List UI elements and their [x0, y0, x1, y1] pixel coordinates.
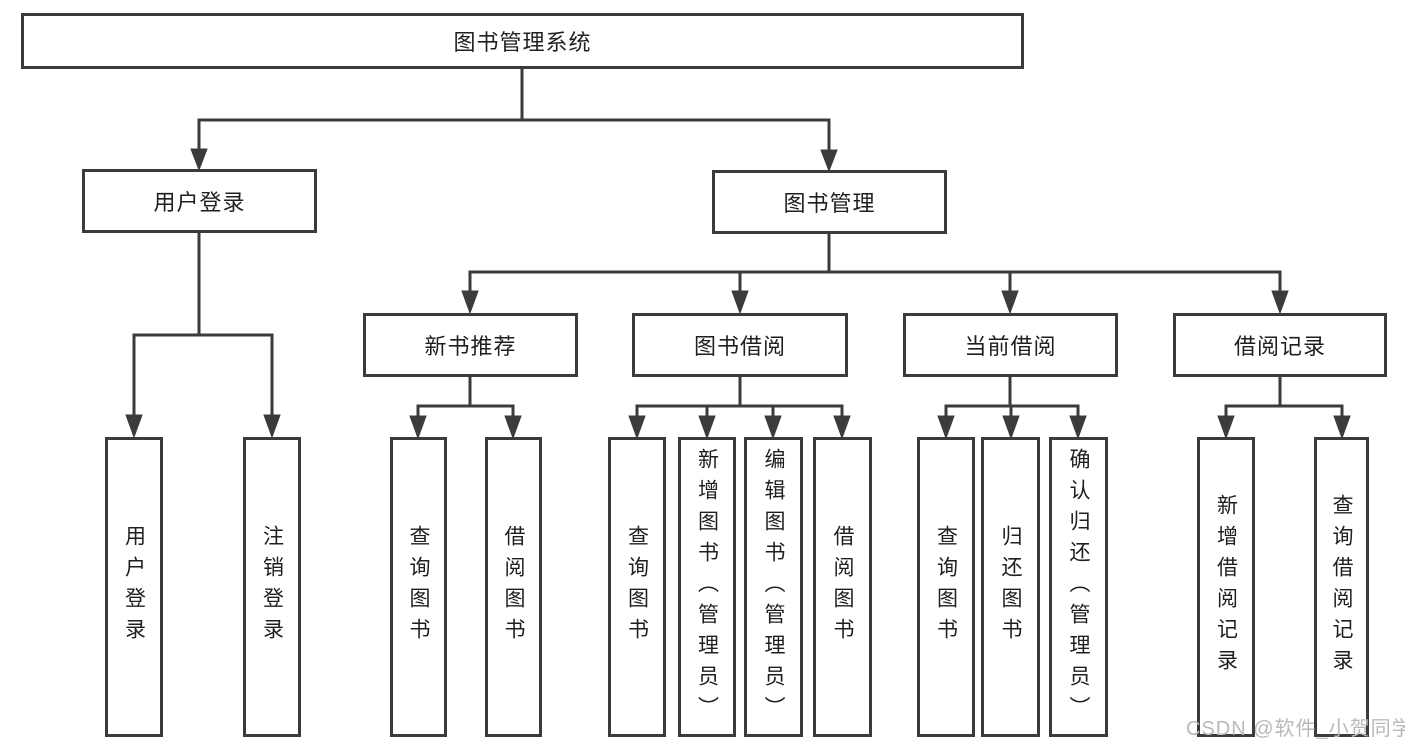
- leaf-logout: 注销登录: [243, 437, 301, 737]
- leaf-return-book-label: 归还图书: [999, 525, 1023, 649]
- leaf-user-login-label: 用户登录: [122, 525, 146, 649]
- node-user-login-label: 用户登录: [153, 190, 246, 215]
- leaf-add-borrow-record: 新增借阅记录: [1197, 437, 1255, 737]
- leaf-query-borrow-record: 查询借阅记录: [1314, 437, 1369, 737]
- node-borrow-record: 借阅记录: [1173, 313, 1387, 377]
- leaf-borrow-query-book-label: 查询图书: [625, 525, 649, 649]
- leaf-recommend-query-book-label: 查询图书: [407, 525, 431, 649]
- leaf-borrow-book: 借阅图书: [813, 437, 872, 737]
- node-book-borrow-label: 图书借阅: [693, 334, 786, 359]
- node-root-label: 图书管理系统: [453, 30, 592, 55]
- connector-current-borrow-to-leaves: [937, 377, 1087, 440]
- connector-borrow-record-to-leaves: [1217, 377, 1351, 440]
- leaf-add-book-admin-label: 新增图书（管理员）: [695, 447, 719, 727]
- leaf-logout-label: 注销登录: [260, 525, 284, 649]
- connector-root-to-level2: [190, 68, 838, 173]
- leaf-query-borrow-record-label: 查询借阅记录: [1330, 494, 1354, 680]
- node-new-book-recommend: 新书推荐: [363, 313, 578, 377]
- node-new-book-recommend-label: 新书推荐: [424, 334, 517, 359]
- node-book-mgmt: 图书管理: [712, 170, 947, 234]
- node-borrow-record-label: 借阅记录: [1233, 334, 1326, 359]
- node-current-borrow: 当前借阅: [903, 313, 1118, 377]
- connector-book-borrow-to-leaves: [628, 377, 851, 440]
- connector-user-login-to-leaves: [125, 233, 281, 439]
- node-user-login: 用户登录: [82, 169, 317, 233]
- leaf-current-query-book: 查询图书: [917, 437, 975, 737]
- leaf-recommend-borrow-book-label: 借阅图书: [502, 525, 526, 649]
- leaf-borrow-query-book: 查询图书: [608, 437, 666, 737]
- node-current-borrow-label: 当前借阅: [964, 334, 1057, 359]
- leaf-confirm-return-admin: 确认归还（管理员）: [1049, 437, 1108, 737]
- leaf-confirm-return-admin-label: 确认归还（管理员）: [1067, 447, 1091, 727]
- csdn-watermark: CSDN @软件_小贺同学: [1186, 718, 1405, 740]
- leaf-return-book: 归还图书: [981, 437, 1040, 737]
- connector-book-mgmt-to-level3: [461, 234, 1289, 315]
- leaf-edit-book-admin: 编辑图书（管理员）: [744, 437, 803, 737]
- leaf-recommend-borrow-book: 借阅图书: [485, 437, 542, 737]
- node-book-borrow: 图书借阅: [632, 313, 848, 377]
- leaf-add-borrow-record-label: 新增借阅记录: [1214, 494, 1238, 680]
- leaf-add-book-admin: 新增图书（管理员）: [678, 437, 736, 737]
- leaf-borrow-book-label: 借阅图书: [831, 525, 855, 649]
- leaf-user-login: 用户登录: [105, 437, 163, 737]
- leaf-current-query-book-label: 查询图书: [934, 525, 958, 649]
- node-root: 图书管理系统: [21, 13, 1024, 69]
- node-book-mgmt-label: 图书管理: [783, 191, 876, 216]
- leaf-recommend-query-book: 查询图书: [390, 437, 447, 737]
- leaf-edit-book-admin-label: 编辑图书（管理员）: [762, 447, 786, 727]
- connector-new-book-rec-to-leaves: [409, 377, 522, 440]
